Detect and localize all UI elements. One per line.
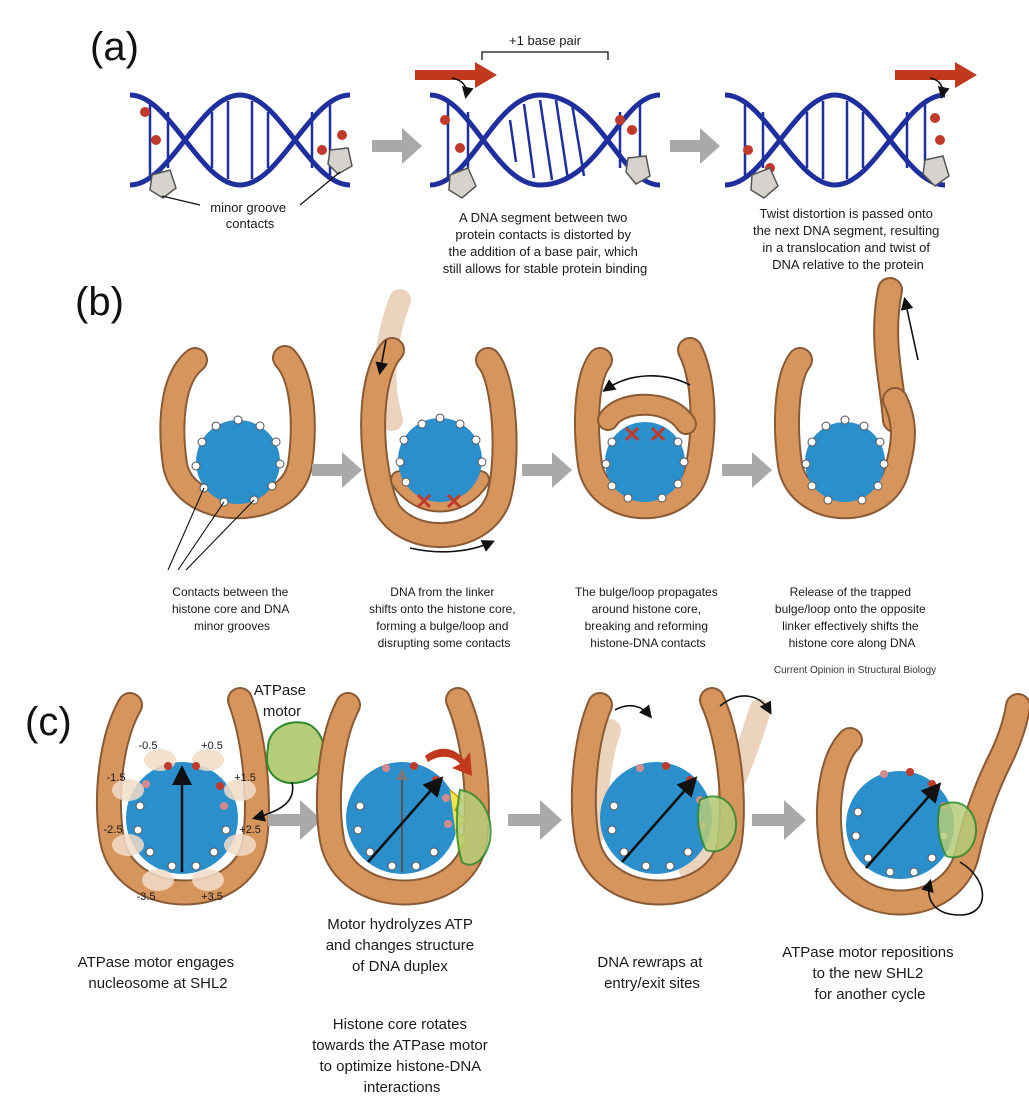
red-translocation-arrow-icon: [895, 62, 977, 96]
process-arrow-icon: [522, 452, 572, 488]
nucleosome-b4: [787, 290, 903, 506]
nucleosome-c1: [109, 700, 257, 893]
shl-label: -1.5: [107, 772, 126, 784]
base-pair-bracket: [482, 52, 608, 60]
shl-label: +1.5: [234, 772, 256, 784]
protein-contact-icon: [751, 156, 949, 198]
shl-label: +2.5: [239, 824, 261, 836]
shl-label: +3.5: [201, 891, 223, 903]
process-arrow-icon: [752, 800, 806, 840]
atpase-motor-icon: [267, 722, 325, 783]
curved-arrow-icon: [615, 706, 650, 716]
process-arrow-icon: [312, 452, 362, 488]
straight-arrow-icon: [905, 300, 918, 360]
figure-credit: Current Opinion in Structural Biology: [774, 665, 936, 676]
base-pair-label: +1 base pair: [509, 33, 582, 48]
shl-label: -2.5: [104, 824, 123, 836]
curved-arrow-icon: [605, 376, 690, 390]
nucleosome-c3: [584, 700, 760, 893]
nucleosome-c4: [829, 706, 1018, 903]
caption-a-2: A DNA segment between two protein contac…: [443, 210, 648, 276]
caption-b-4: Release of the trapped bulge/loop onto t…: [775, 585, 929, 650]
dna-helix-3: [725, 95, 945, 185]
panel-c-label: (c): [25, 700, 72, 744]
process-arrow-icon: [508, 800, 562, 840]
shl-label: -3.5: [137, 891, 156, 903]
caption-b-3: The bulge/loop propagates around histone…: [575, 585, 721, 650]
panel-a-label: (a): [90, 25, 139, 69]
nucleosome-b1: [172, 358, 302, 506]
caption-c-1: ATPase motor engages nucleosome at SHL2: [78, 954, 239, 992]
caption-b-2: DNA from the linker shifts onto the hist…: [369, 585, 519, 650]
caption-c-4: ATPase motor repositions to the new SHL2…: [782, 944, 958, 1003]
nucleosome-b2: [373, 300, 504, 535]
caption-c-2: Motor hydrolyzes ATP and changes structu…: [312, 916, 492, 1096]
caption-a-3: Twist distortion is passed onto the next…: [753, 206, 943, 272]
red-translocation-arrow-icon: [415, 62, 497, 96]
minor-groove-label: minor groove contacts: [210, 200, 290, 231]
panel-b-label: (b): [75, 280, 124, 324]
caption-c-3: DNA rewraps at entry/exit sites: [597, 954, 706, 992]
caption-b-1: Contacts between the histone core and DN…: [172, 585, 292, 633]
nucleosome-b3: [587, 350, 703, 506]
process-arrow-icon: [722, 452, 772, 488]
process-arrow-icon: [268, 800, 322, 840]
process-arrow-icon: [372, 128, 422, 164]
process-arrow-icon: [670, 128, 720, 164]
shl-label: +0.5: [201, 740, 223, 752]
nucleosome-c2: [329, 700, 491, 893]
atpase-motor-label: ATPase motor: [254, 682, 310, 720]
shl-label: -0.5: [139, 740, 158, 752]
